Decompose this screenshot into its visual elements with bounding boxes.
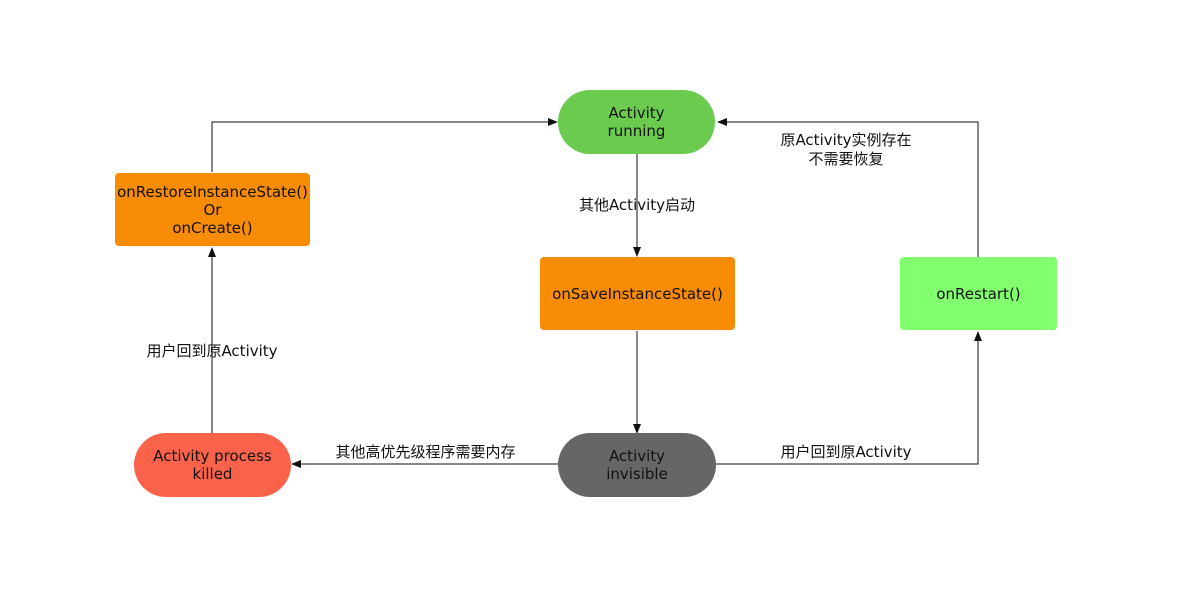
edge-label-invisible-to-restart: 用户回到原Activity [780, 443, 912, 461]
node-on-save-line1: onSaveInstanceState() [552, 284, 723, 303]
edge-restart-to-running [717, 118, 979, 257]
edge-label-restart-line2: 不需要恢复 [808, 150, 884, 168]
node-activity-running: Activity running [558, 90, 715, 154]
node-on-restart-line1: onRestart() [936, 284, 1021, 303]
node-killed-line1: Activity process [153, 447, 272, 465]
edge-invisible-to-restart [716, 331, 982, 465]
node-activity-running-line2: running [607, 122, 666, 140]
edge-label-invisible-to-killed: 其他高优先级程序需要内存 [335, 443, 516, 461]
node-on-restore-instance-state: onRestoreInstanceState() Or onCreate() [115, 173, 310, 246]
edge-label-killed-to-restore: 用户回到原Activity [146, 342, 278, 360]
node-activity-invisible: Activity invisible [558, 433, 716, 497]
node-killed-line2: killed [192, 465, 233, 483]
node-on-restore-line2: Or [203, 200, 222, 219]
node-activity-invisible-line2: invisible [606, 465, 668, 483]
node-activity-process-killed: Activity process killed [134, 433, 291, 497]
node-on-save-instance-state: onSaveInstanceState() [540, 257, 735, 330]
node-on-restore-line1: onRestoreInstanceState() [117, 182, 308, 201]
node-on-restart: onRestart() [900, 257, 1057, 330]
node-on-restore-line3: onCreate() [172, 218, 253, 237]
node-activity-running-line1: Activity [608, 104, 665, 122]
edge-label-running-to-save: 其他Activity启动 [578, 196, 696, 214]
edge-label-restart-to-running: 原Activity实例存在 不需要恢复 [766, 131, 926, 169]
edge-label-restart-line1: 原Activity实例存在 [780, 131, 912, 149]
edge-restore-to-running [211, 118, 558, 172]
node-activity-invisible-line1: Activity [608, 447, 666, 465]
